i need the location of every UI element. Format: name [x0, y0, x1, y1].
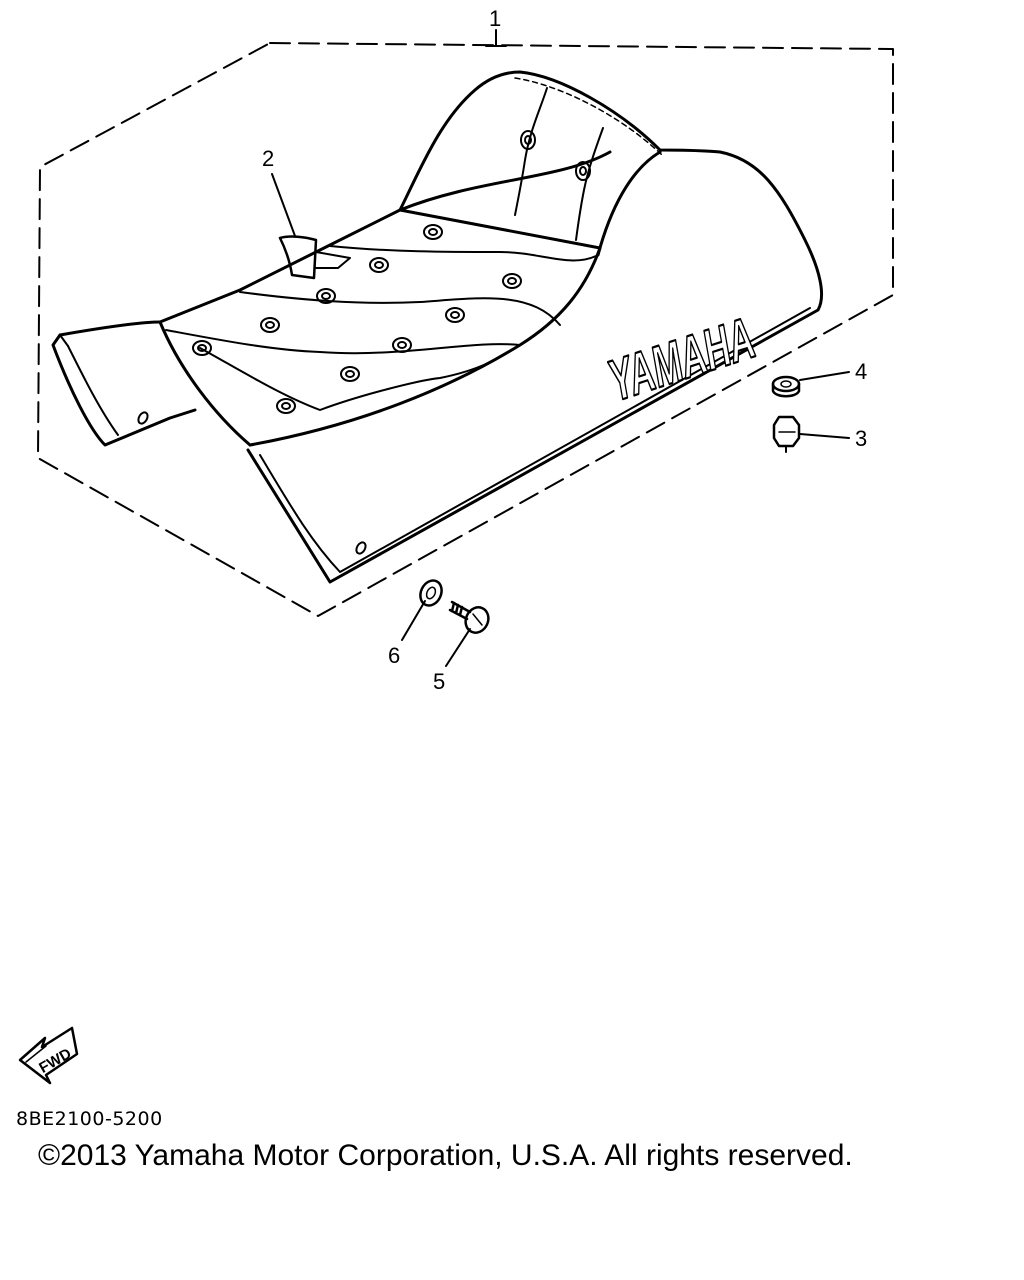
callout-1: 1: [489, 6, 501, 31]
yamaha-logo: YAMAHA: [604, 303, 760, 416]
part-number: 8BE2100-5200: [16, 1108, 163, 1130]
mounting-holes: [137, 411, 367, 555]
leader-lines: [271, 173, 850, 667]
bolt-part-5: [448, 600, 490, 634]
callout-4: 4: [855, 359, 867, 384]
washer-part-6: [419, 579, 443, 607]
callout-2: 2: [262, 146, 274, 171]
nut-part-3: [772, 415, 801, 453]
callout-6: 6: [388, 643, 400, 668]
svg-text:YAMAHA: YAMAHA: [605, 304, 759, 415]
fwd-arrow-icon: [18, 1026, 79, 1085]
assembly-boundary-dashed: [37, 42, 894, 617]
collar-part-4: [771, 375, 801, 398]
tufting-buttons: [192, 130, 591, 414]
callout-labels: 1 2 3 4 5 6: [262, 6, 867, 694]
callout-3: 3: [855, 426, 867, 451]
callout-5: 5: [433, 669, 445, 694]
callout-1-bracket: [485, 29, 507, 47]
seat-illustration: [51, 70, 824, 584]
copyright-notice: ©2013 Yamaha Motor Corporation, U.S.A. A…: [38, 1139, 853, 1172]
